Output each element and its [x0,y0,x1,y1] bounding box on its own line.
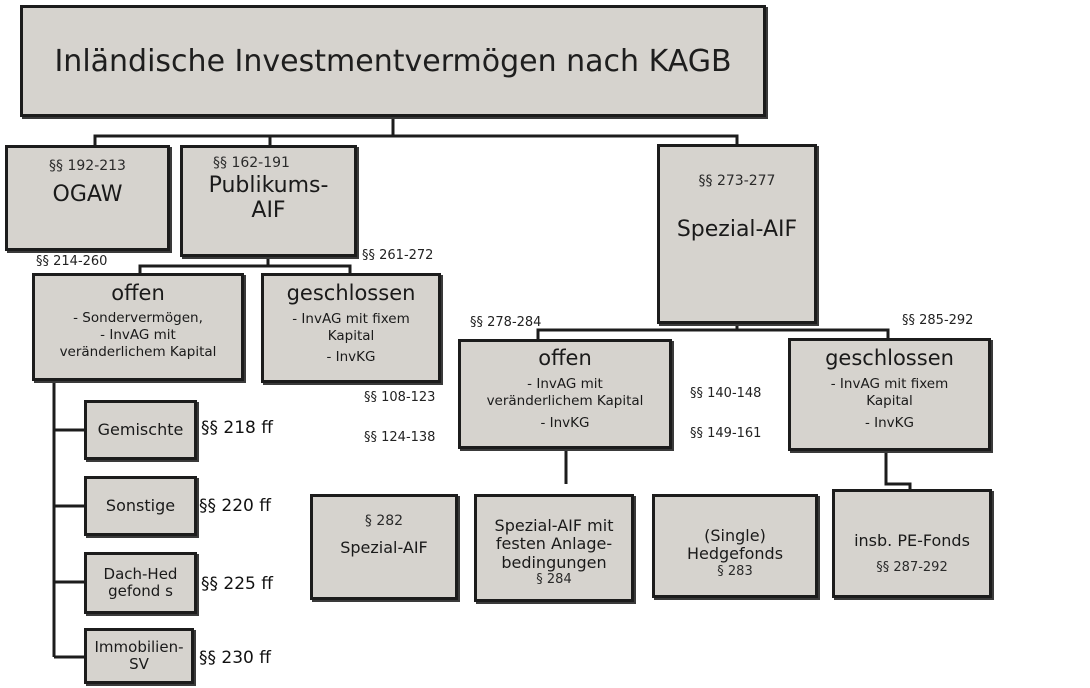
sub-fund-immobilien-sv: Immobilien-SV [84,628,194,684]
sub-fund-gemischte-label: Gemischte [97,419,184,439]
pub-geschlossen-box: geschlossen - InvAG mit fixem Kapital - … [261,273,441,383]
sub-fund-dach-hedgefonds: Dach-Hedgefond s [84,552,197,614]
bottom-feste-anlage-ref: § 284 [536,572,572,588]
bottom-hedgefonds-ref: § 283 [717,563,753,579]
spez-offen-ref-left2: §§ 124-138 [364,430,436,445]
spez-offen-line2: veränderlichem Kapital [486,393,644,410]
pub-geschlossen-ext-ref: §§ 261-272 [362,248,434,263]
spez-offen-ref-left1: §§ 108-123 [364,390,436,405]
bottom-pe-fonds-ref: §§ 287-292 [876,560,948,576]
spezial-aif-box: §§ 273-277 Spezial-AIF [657,144,817,324]
spezial-aif-label: Spezial-AIF [676,217,798,242]
title-text: Inländische Investmentvermögen nach KAGB [54,43,732,79]
sub-fund-immobilien-sv-ref: §§ 230 ff [199,648,271,668]
sub-fund-gemischte-ref: §§ 218 ff [201,418,273,438]
bottom-hedgefonds-box: (Single) Hedgefonds § 283 [652,494,818,598]
spez-geschlossen-line1: - InvAG mit fixem [830,376,949,393]
diagram-title: Inländische Investmentvermögen nach KAGB [20,5,766,117]
bottom-feste-anlage-line2: festen Anlage- [495,534,613,554]
publikums-aif-label-line2: AIF [251,198,286,224]
spez-offen-box: offen - InvAG mit veränderlichem Kapital… [458,339,672,449]
bottom-spezial-aif-label: Spezial-AIF [340,538,428,557]
bottom-hedgefonds-line2: Hedgefonds [686,544,784,564]
bottom-feste-anlage-line3: bedingungen [501,552,607,572]
sub-fund-sonstige: Sonstige [84,476,197,536]
sub-fund-dach-hedgefonds-ref: §§ 225 ff [201,574,273,594]
publikums-aif-ref: §§ 162-191 [213,155,290,171]
ogaw-ref: §§ 192-213 [49,158,126,174]
spez-offen-ext-ref: §§ 278-284 [470,315,542,330]
spez-geschlossen-ext-ref: §§ 285-292 [902,313,974,328]
spezial-aif-ref: §§ 273-277 [698,173,776,189]
pub-geschlossen-label: geschlossen [286,281,416,305]
bottom-feste-anlage-line1: Spezial-AIF mit [494,516,614,535]
ogaw-box: §§ 192-213 OGAW [5,145,170,251]
spez-offen-line1: - InvAG mit [527,376,603,393]
sub-fund-sonstige-ref: §§ 220 ff [199,496,271,516]
publikums-aif-label-line1: Publikums- [208,173,329,198]
bottom-hedgefonds-line1: (Single) [704,526,766,545]
spez-geschlossen-line2: Kapital [866,393,913,410]
pub-offen-line3: veränderlichem Kapital [59,343,217,360]
sub-fund-gemischte: Gemischte [84,400,197,460]
spez-geschlossen-ref-left1: §§ 140-148 [690,386,762,401]
pub-offen-line1: - Sondervermögen, [73,310,203,327]
spez-geschlossen-line3: - InvKG [864,414,914,431]
pub-offen-label: offen [111,281,165,305]
sub-fund-dach-hedgefonds-label: Dach-Hedgefond s [103,564,178,600]
spez-geschlossen-label: geschlossen [825,346,954,370]
pub-offen-line2: - InvAG mit [100,327,176,344]
pub-geschlossen-line3: - InvKG [326,348,376,365]
bottom-feste-anlage-box: Spezial-AIF mit festen Anlage- bedingung… [474,494,634,602]
bottom-spezial-aif-box: § 282 Spezial-AIF [310,494,458,600]
spez-offen-line3: - InvKG [540,414,590,431]
sub-fund-sonstige-label: Sonstige [105,495,176,515]
publikums-aif-box: §§ 162-191 Publikums- AIF [180,145,357,257]
bottom-spezial-aif-ref: § 282 [364,513,404,529]
spez-offen-label: offen [538,346,592,370]
bottom-pe-fonds-box: insb. PE-Fonds §§ 287-292 [832,489,992,598]
bottom-pe-fonds-label: insb. PE-Fonds [854,531,970,550]
pub-geschlossen-line1: - InvAG mit fixem [292,311,410,328]
pub-offen-box: offen - Sondervermögen, - InvAG mit verä… [32,273,244,381]
spez-geschlossen-ref-left2: §§ 149-161 [690,426,762,441]
pub-geschlossen-line2: Kapital [327,328,375,345]
sub-fund-immobilien-sv-label: Immobilien-SV [94,637,184,673]
ogaw-label: OGAW [52,182,123,207]
spez-geschlossen-box: geschlossen - InvAG mit fixem Kapital - … [788,338,991,451]
pub-offen-ext-ref: §§ 214-260 [36,254,108,269]
